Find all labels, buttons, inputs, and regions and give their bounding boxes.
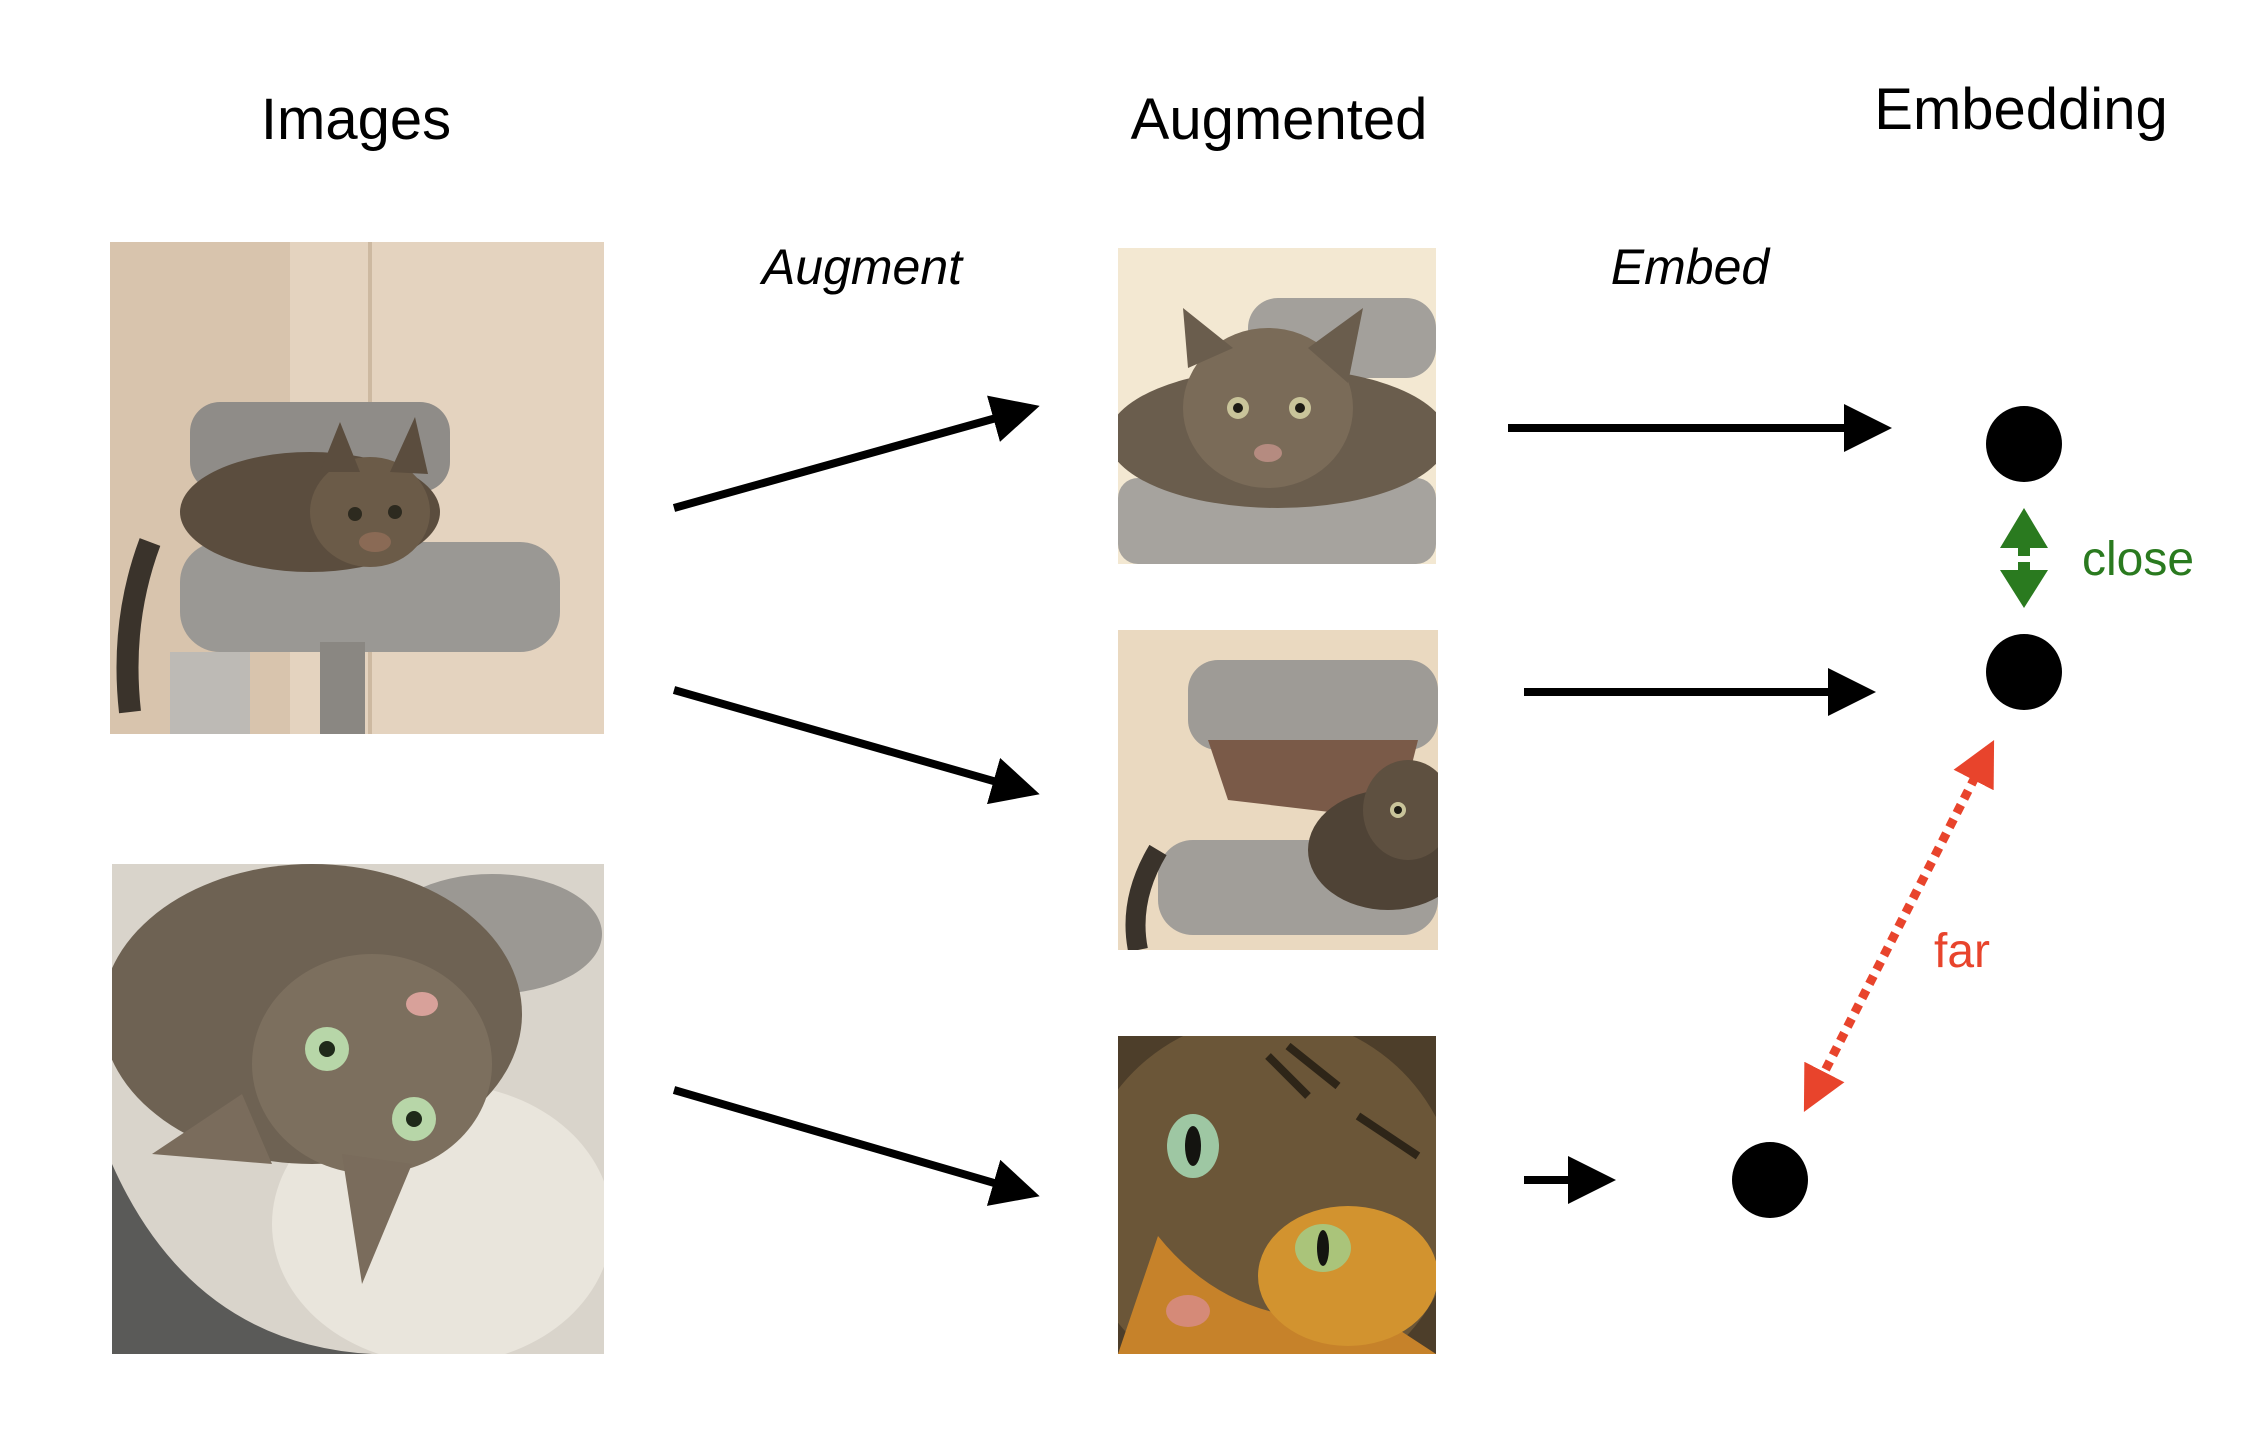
embedding-point-1 bbox=[1986, 406, 2062, 482]
augmented-image-crop-1 bbox=[1118, 248, 1436, 564]
augment-arrow-2 bbox=[672, 686, 1040, 805]
augment-arrow-1 bbox=[672, 395, 1040, 512]
embedding-point-2 bbox=[1986, 634, 2062, 710]
source-image-cat-in-bed bbox=[112, 864, 604, 1354]
images-heading: Images bbox=[260, 87, 452, 152]
far-dotted-arrow-icon bbox=[1803, 739, 1995, 1113]
close-label: close bbox=[2082, 533, 2195, 586]
augment-step-label: Augment bbox=[761, 239, 963, 295]
embedding-heading: Embedding bbox=[1874, 77, 2168, 142]
embed-step-label: Embed bbox=[1610, 239, 1770, 295]
embedding-point-3 bbox=[1732, 1142, 1808, 1218]
source-image-cat-on-tree bbox=[110, 242, 604, 734]
augmented-heading: Augmented bbox=[1130, 87, 1428, 152]
augmented-image-crop-2 bbox=[1118, 630, 1438, 950]
far-label: far bbox=[1934, 925, 1991, 978]
augmented-image-crop-3 bbox=[1118, 1036, 1436, 1354]
close-double-arrow-icon bbox=[2000, 508, 2048, 608]
augment-arrow-3 bbox=[672, 1086, 1040, 1206]
